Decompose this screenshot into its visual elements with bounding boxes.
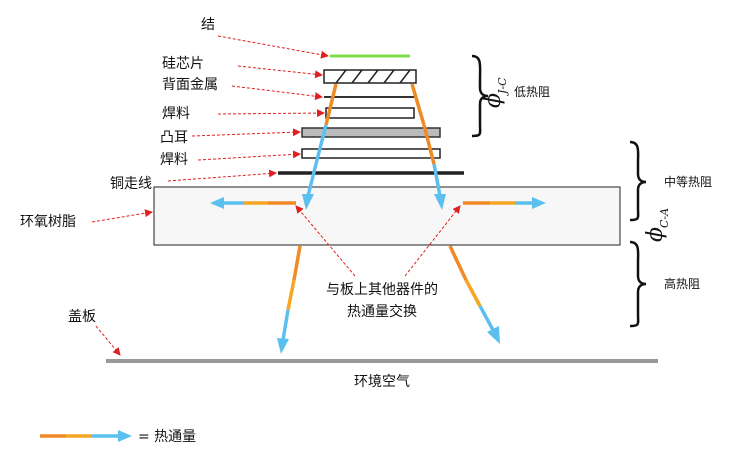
- epoxy-label: 环氧树脂: [20, 214, 76, 230]
- solder-top-layer: [325, 107, 415, 119]
- svg-text:C-A: C-A: [658, 208, 671, 228]
- solder-top-label: 焊料: [162, 106, 190, 122]
- solder-bottom-layer: [301, 148, 441, 159]
- svg-text:ϕ: ϕ: [643, 227, 668, 242]
- pointer-lines: [91, 35, 461, 356]
- epoxy-block: [153, 186, 621, 246]
- exchange-label-line1: 与板上其他器件的: [326, 282, 438, 298]
- junction-label: 结: [201, 17, 215, 33]
- high-resistance-label: 高热阻: [664, 276, 700, 291]
- svg-text:J-C: J-C: [496, 77, 509, 96]
- silicon-die-label: 硅芯片: [162, 56, 204, 72]
- legend-label: = 热通量: [138, 429, 196, 445]
- solder-bottom-label: 焊料: [160, 152, 188, 168]
- medium-resistance-label: 中等热阻: [664, 174, 712, 189]
- silicon-die: [323, 69, 417, 84]
- bump-label: 凸耳: [160, 130, 188, 146]
- legend: = 热通量: [40, 429, 196, 445]
- cover-label: 盖板: [68, 309, 96, 325]
- bump-layer: [301, 127, 441, 138]
- svg-text:ϕ: ϕ: [481, 93, 506, 108]
- ambient-air-label: 环境空气: [354, 374, 410, 390]
- exchange-label-line2: 热通量交换: [347, 303, 417, 320]
- braces: [471, 54, 647, 328]
- copper-trace-label: 铜走线: [110, 176, 152, 192]
- phi-ca-symbol: ϕ C-A: [643, 208, 671, 242]
- back-metal-label: 背面金属: [162, 77, 218, 93]
- phi-jc-symbol: ϕ J-C: [481, 77, 509, 108]
- low-resistance-label: 低热阻: [514, 85, 550, 99]
- heat-flux-arrows: [210, 83, 546, 354]
